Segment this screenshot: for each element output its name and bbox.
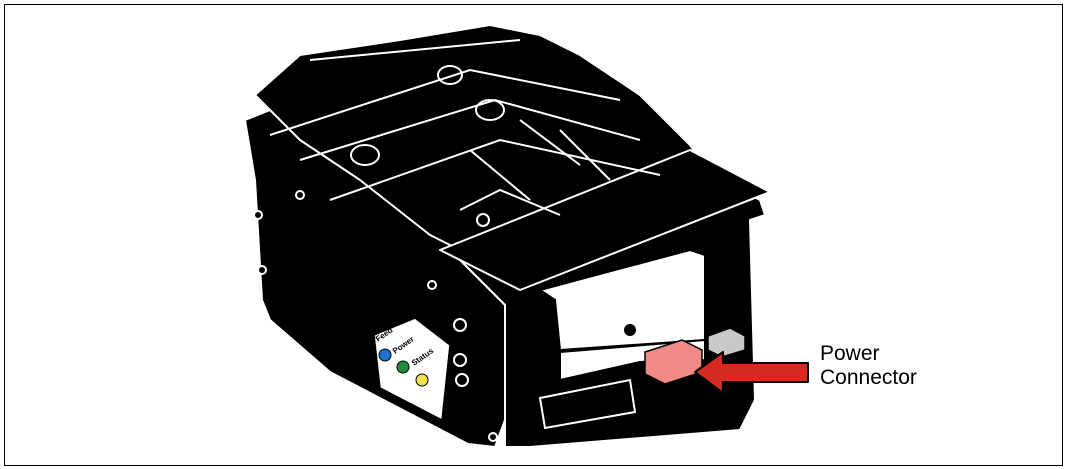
neighbor-connector <box>707 327 746 358</box>
callout-line-2: Connector <box>820 366 917 389</box>
led-panel <box>373 317 451 422</box>
bottom-slot <box>538 378 637 430</box>
feed-led <box>378 348 392 362</box>
callout-arrow <box>694 351 809 394</box>
power-led <box>396 360 410 374</box>
callout-line-1: Power <box>820 342 880 365</box>
power-connector-label: Power Connector <box>820 342 917 390</box>
status-led <box>415 373 429 387</box>
printer-front-bar <box>439 149 771 291</box>
